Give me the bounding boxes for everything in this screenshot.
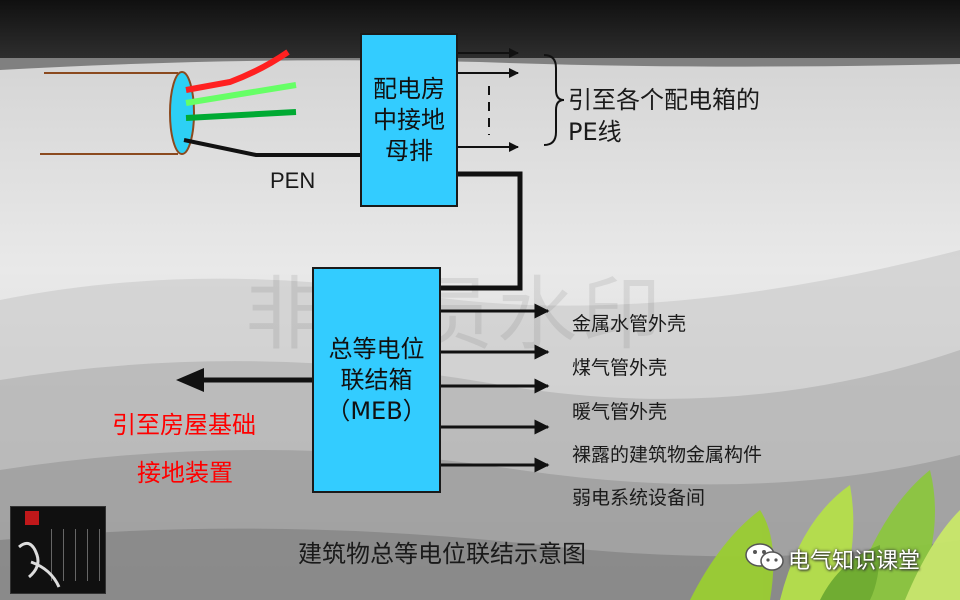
connection-weak-current-room: 弱电系统设备间	[572, 487, 706, 509]
busbar-line-3: 母排	[385, 136, 433, 165]
meb-line-2: 联结箱	[340, 365, 413, 394]
logo-text: 电气知识课堂	[788, 549, 921, 574]
wire-red	[185, 49, 290, 93]
cable	[40, 71, 195, 155]
pe-note-line-2: PE线	[568, 118, 622, 146]
busbar-line-2: 中接地	[373, 105, 445, 134]
meb-box: 总等电位 联结箱 （MEB）	[312, 267, 441, 493]
pen-label: PEN	[270, 168, 316, 193]
foundation-note-line-1: 引至房屋基础	[112, 411, 256, 439]
meb-line-3: （MEB）	[326, 396, 427, 425]
foundation-note-line-2: 接地装置	[137, 459, 233, 487]
pe-arrows	[456, 48, 519, 152]
wechat-logo: 电气知识课堂	[744, 540, 954, 574]
connection-heating-pipe: 暖气管外壳	[572, 401, 668, 423]
wechat-icon	[745, 543, 784, 571]
distribution-busbar-box: 配电房 中接地 母排	[360, 33, 458, 207]
foundation-arrowhead	[176, 368, 204, 392]
connection-gas-pipe: 煤气管外壳	[572, 357, 668, 379]
brush-stroke-icon	[18, 541, 61, 588]
meb-arrows	[440, 303, 550, 473]
busbar-to-meb-line	[438, 171, 523, 291]
meb-line-1: 总等电位	[328, 334, 425, 363]
pe-note-line-1: 引至各个配电箱的	[568, 86, 760, 114]
red-seal	[25, 511, 39, 525]
diagram-caption: 建筑物总等电位联结示意图	[298, 540, 586, 568]
brace	[543, 54, 565, 146]
connection-water-pipe: 金属水管外壳	[572, 313, 687, 335]
calligraphy-thumbnail	[10, 506, 106, 594]
wire-pen	[183, 138, 362, 157]
busbar-line-1: 配电房	[373, 74, 445, 103]
connection-metal-structure: 裸露的建筑物金属构件	[572, 444, 763, 466]
wire-dark-green	[185, 109, 297, 121]
plants-decoration	[690, 470, 960, 600]
wire-light-green	[185, 82, 297, 106]
